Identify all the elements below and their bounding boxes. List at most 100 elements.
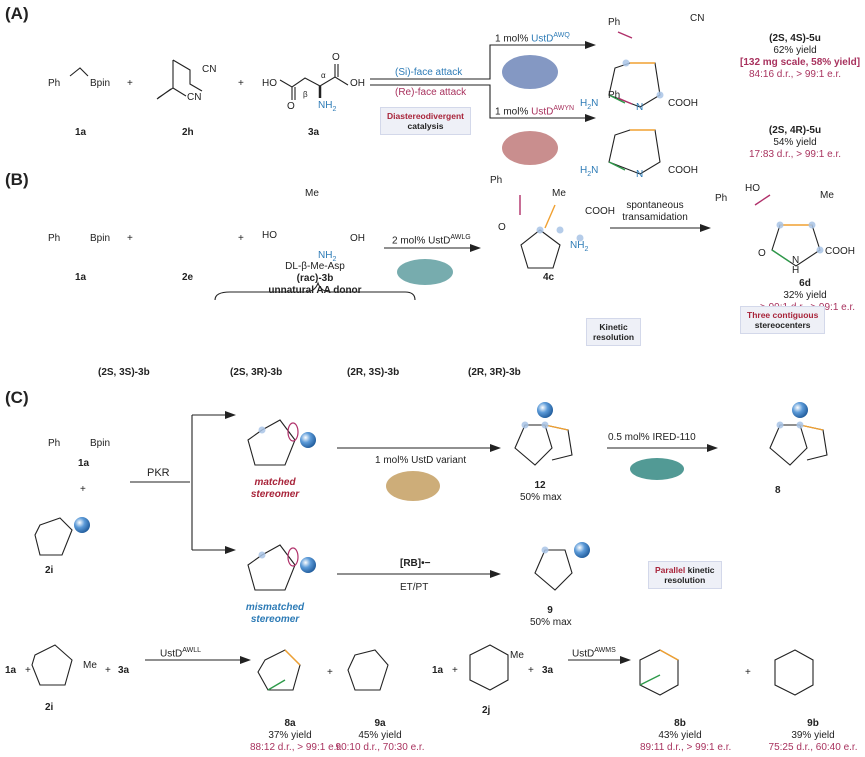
protein-ustd-awq [502,55,558,89]
atom-nh2: NH2 [318,100,337,113]
ring-mismatched [247,544,296,591]
ring-8b [799,424,828,461]
product-id: 8b [674,718,686,729]
box-line1: Parallel kinetic [655,565,715,575]
product-9: 9 50% max [530,605,572,629]
r-group-sphere [537,402,553,418]
panel-c-label: (C) [5,388,29,407]
compound-2e: 2e [182,272,193,284]
atom-me: Me [305,188,319,199]
matched-stereomer: matched stereomer [240,477,310,501]
stereo-dot [541,421,549,429]
bond-orange-8a [284,649,301,666]
arrowhead-ex1 [240,656,251,664]
bond-3a-co [291,87,296,100]
label-line2: stereomer [250,614,300,625]
ring-2i-ex [31,644,73,686]
product-id: (2S, 4R)-5u [768,125,822,136]
orbital-lobe [287,422,299,442]
atom-o: O [332,52,340,63]
product-selectivity: 89:11 d.r., > 99:1 e.r. [640,742,732,753]
compound-id: 1a [75,272,87,283]
atom-bpin: Bpin [90,233,111,244]
atom-cooh: COOH [668,98,698,109]
bond-green-8a [267,679,286,691]
product-id: 6d [799,278,811,289]
product-selectivity: 84:16 d.r., > 99:1 e.r. [748,69,841,80]
atom-me: Me [820,190,834,201]
label-line1: mismatched [245,602,305,613]
atom-me: Me [510,650,524,661]
ring-9b-ex [774,649,814,696]
product-id: 9b [807,718,819,729]
enzyme-variant: AWLG [450,234,471,241]
product-selectivity: 17:83 d.r., > 99:1 e.r. [748,149,841,160]
bond-orange-4c [544,204,556,229]
ring-5u-bottom [608,129,661,175]
plus: + [238,78,244,89]
catalyst-ired: 0.5 mol% IRED-110 [608,432,696,443]
compound-note: unnatural AA donor [268,285,362,296]
product-9b: 9b 39% yield 75:25 d.r., 60:40 e.r. [763,718,863,754]
product-selectivity: 90:10 d.r., 70:30 e.r. [335,742,425,753]
compound-3a: 3a [308,127,320,138]
box-line1: Kinetic [599,322,628,332]
si-face-text: (Si)-face attack [395,67,463,78]
catalyst-prefix: 2 mol% [392,235,429,247]
protein-ired [630,458,684,480]
product-id: 9a [374,718,386,729]
stereo-dot [796,421,804,429]
stereo-dot [521,421,529,429]
reagent-2j: 2j [482,705,491,716]
catalyst-awlg: 2 mol% UstDAWLG [392,232,471,247]
panel-a-label: (A) [5,4,29,23]
product-yield: 39% yield [791,730,835,741]
plus: + [80,484,86,495]
stereo-dot [622,59,630,67]
arrow-si [370,44,585,80]
atom-ph: Ph [48,78,61,89]
compound-id: 12 [534,480,546,491]
bond-2h-b [156,60,174,100]
label-beta: β [303,90,308,99]
stereo-dot [776,221,784,229]
plus: + [127,233,133,244]
bond-2h-a [172,59,203,92]
step-line2: transamidation [622,212,688,223]
reagent-1a: 1a [432,665,444,676]
compound-id: (rac)-3b [296,273,334,284]
product-5u-sr: (2S, 4R)-5u 54% yield 17:83 d.r., > 99:1… [740,125,850,161]
line-pkr-branches [192,414,225,551]
enzyme-name: UstD [428,235,451,247]
product-selectivity: 88:12 d.r., > 99:1 e.r. [250,742,343,753]
stereo-dot [556,226,564,234]
bond-green-5u-top [608,94,626,104]
arrowhead-c2 [707,444,718,452]
parallel-kr-box: Parallel kinetic resolution [648,561,722,589]
product-yield: 62% yield [773,45,817,56]
r-group-sphere [300,557,316,573]
bond-orange-8 [799,424,824,431]
atom-ph: Ph [608,17,621,28]
stereoisomer-label: (2S, 3R)-3b [230,367,283,378]
plus: + [127,78,133,89]
intermediate-12: 12 50% max [520,480,562,504]
product-id: (2S, 4S)-5u [769,33,821,44]
plus: + [25,665,31,676]
product-8: 8 [775,485,781,496]
product-8b: 8b 43% yield 89:11 d.r., > 99:1 e.r. [640,718,732,754]
protein-ustd-variant [386,471,440,501]
compound-1a: 1a [75,272,86,284]
step-line1: spontaneous [626,200,684,211]
bond-orange-12 [544,424,569,431]
stereo-dot [808,221,816,229]
plus: + [238,233,244,244]
atom-oh: OH [350,78,365,89]
ring-9a-ex [347,649,389,691]
compound-id: 9 [547,605,553,616]
stereo-dot [656,91,664,99]
enzyme-variant: AWYN [553,105,575,112]
arrowhead-pkr-bottom [225,546,236,554]
stereo-dot [541,546,549,554]
brace [214,281,416,301]
